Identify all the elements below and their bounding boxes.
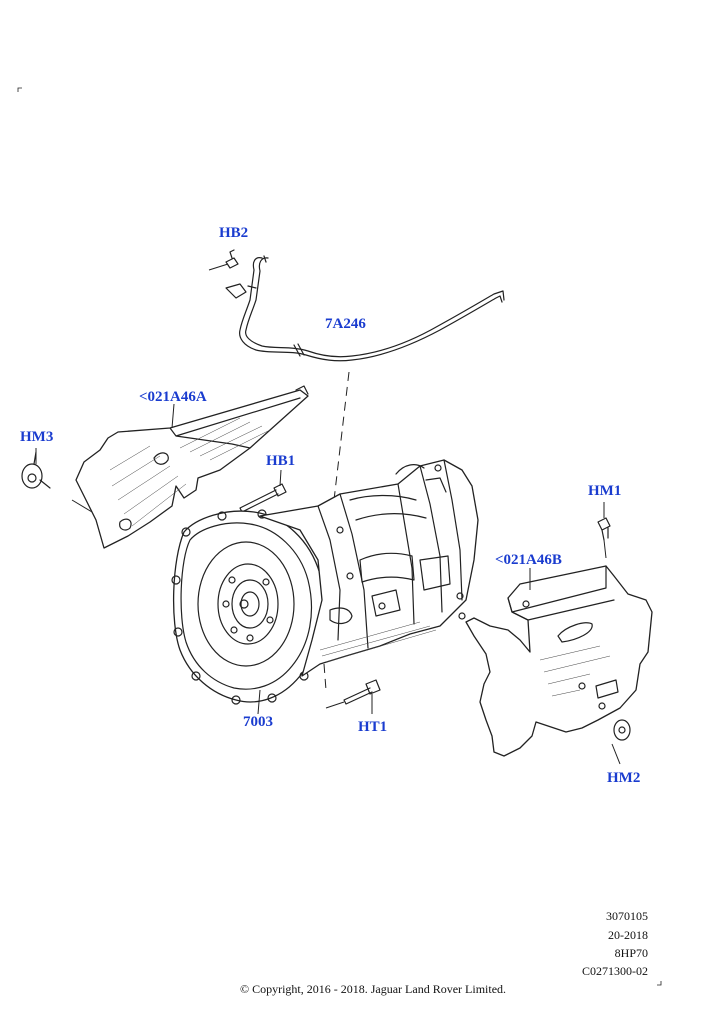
reference-code: C0271300-02 bbox=[582, 964, 648, 978]
bolt-hb2[interactable] bbox=[208, 249, 239, 271]
callout-021a46b[interactable]: <021A46B bbox=[495, 552, 562, 568]
assembly-line-pipe bbox=[333, 371, 350, 501]
heat-shield-021a46b[interactable] bbox=[458, 539, 653, 757]
callout-7a246[interactable]: 7A246 bbox=[325, 316, 366, 332]
callout-hb2[interactable]: HB2 bbox=[219, 225, 248, 241]
assembly-line-lower bbox=[323, 663, 327, 691]
callout-hb1[interactable]: HB1 bbox=[266, 453, 295, 469]
nut-hm1[interactable] bbox=[597, 502, 611, 541]
nut-hm2[interactable] bbox=[611, 719, 631, 765]
transmission-code: 8HP70 bbox=[614, 946, 648, 960]
callout-hm1[interactable]: HM1 bbox=[588, 483, 621, 499]
callout-021a46a[interactable]: <021A46A bbox=[139, 389, 207, 405]
callout-7003[interactable]: 7003 bbox=[243, 714, 273, 730]
callout-ht1[interactable]: HT1 bbox=[358, 719, 387, 735]
crop-mark-bottom-right bbox=[657, 981, 662, 986]
nut-hm3[interactable] bbox=[21, 448, 51, 489]
model-year-range: 20-2018 bbox=[608, 928, 648, 942]
copyright-notice: © Copyright, 2016 - 2018. Jaguar Land Ro… bbox=[239, 982, 507, 996]
callout-hm3[interactable]: HM3 bbox=[20, 429, 53, 445]
heat-shield-021a46a[interactable] bbox=[71, 385, 309, 549]
bolt-ht1[interactable] bbox=[325, 679, 381, 714]
transmission-assembly-7003[interactable] bbox=[171, 459, 479, 715]
bolt-hb1[interactable] bbox=[239, 469, 287, 513]
illustration-number: 3070105 bbox=[606, 909, 648, 923]
crop-mark-top-left bbox=[17, 87, 22, 92]
cooler-pipe-7a246[interactable] bbox=[225, 255, 505, 362]
callout-hm2[interactable]: HM2 bbox=[607, 770, 640, 786]
